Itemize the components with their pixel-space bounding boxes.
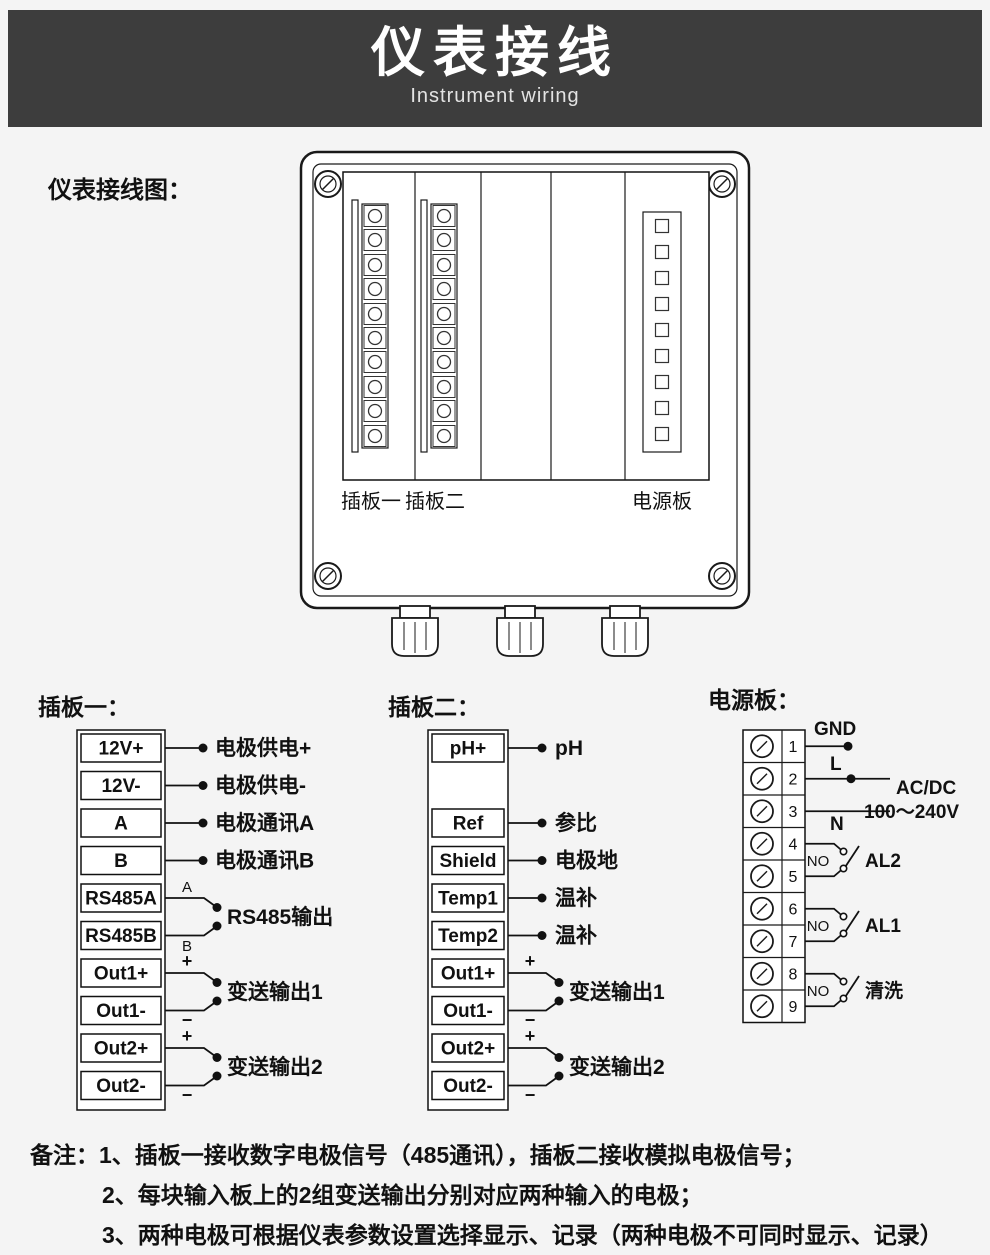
notes-prefix: 备注： (30, 1142, 99, 1168)
board2-wires (508, 743, 564, 1087)
note-text: 1、插板一接收数字电极信号（485通讯），插板二接收模拟电极信号； (99, 1142, 806, 1168)
svg-text:7: 7 (789, 934, 798, 951)
svg-text:9: 9 (789, 999, 798, 1016)
polarity-minus: − (525, 1085, 536, 1105)
board1-wires (165, 743, 222, 1087)
note-line: 备注：1、插板一接收数字电极信号（485通讯），插板二接收模拟电极信号； (30, 1135, 980, 1175)
wire-label-rs485: RS485输出 (227, 905, 333, 929)
svg-text:RS485B: RS485B (85, 926, 157, 947)
wire-label-out1: 变送输出1 (569, 980, 665, 1004)
power-wiring-diagram: 1 2 3 4 5 6 7 8 9 (742, 719, 959, 1024)
terminal-box: 12V+ 12V- A B RS485A RS485B Out1+ Out1- … (80, 733, 162, 1101)
power-label-clean: 清洗 (865, 979, 903, 1002)
note-line: 3、两种电极可根据仪表参数设置选择显示、记录（两种电极不可同时显示、记录） (102, 1222, 943, 1248)
svg-text:Temp2: Temp2 (438, 926, 498, 947)
wire-label-supply-plus: 电极供电+ (215, 736, 311, 760)
svg-text:Out2-: Out2- (96, 1076, 146, 1097)
wire-label-supply-minus: 电极供电- (215, 774, 306, 798)
wire-label-comm-b: 电极通讯B (215, 850, 314, 873)
note-line: 2、每块输入板上的2组变送输出分别对应两种输入的电极； (102, 1182, 703, 1208)
wire-label-temp1: 温补 (555, 887, 597, 910)
svg-text:4: 4 (789, 837, 798, 854)
polarity-b: B (182, 938, 192, 955)
svg-text:B: B (114, 851, 128, 872)
power-label-al2: AL2 (865, 851, 901, 872)
relay-no-label: NO (807, 983, 830, 1000)
wire-label-ph: pH (555, 737, 583, 760)
notes: 备注：1、插板一接收数字电极信号（485通讯），插板二接收模拟电极信号； 2、每… (30, 1135, 980, 1255)
svg-text:2: 2 (789, 772, 798, 789)
svg-text:pH+: pH+ (450, 739, 486, 760)
relay-contact-al2 (805, 842, 860, 878)
svg-text:5: 5 (789, 869, 798, 886)
power-label-gnd: GND (814, 719, 856, 740)
svg-text:Shield: Shield (439, 851, 496, 872)
wire-label-out2: 变送输出2 (569, 1055, 665, 1079)
board2-terminal-strip (420, 199, 458, 453)
board1-wiring-diagram: 12V+ 12V- A B RS485A RS485B Out1+ Out1- … (76, 729, 333, 1111)
polarity-plus: + (182, 1026, 193, 1046)
svg-text:RS485A: RS485A (85, 889, 157, 910)
power-label-voltage: 100～240V (864, 802, 959, 823)
power-label-neutral: N (830, 814, 844, 835)
svg-text:Out2+: Out2+ (441, 1039, 495, 1060)
polarity-plus: + (525, 951, 536, 971)
screw-terminal-icon (750, 734, 774, 1019)
instrument-enclosure-drawing: 插板一 插板二 电源板 (299, 150, 751, 657)
board1-heading: 插板一： (38, 694, 130, 720)
diagram-caption: 仪表接线图： (48, 177, 192, 204)
svg-text:8: 8 (789, 967, 798, 984)
power-label-acdc: AC/DC (896, 778, 956, 799)
power-wires (805, 741, 890, 813)
page-title: 仪表接线 (371, 23, 619, 83)
svg-text:Ref: Ref (453, 814, 484, 835)
svg-text:Out2+: Out2+ (94, 1039, 148, 1060)
wire-label-temp2: 温补 (555, 925, 597, 948)
svg-text:1: 1 (789, 739, 798, 756)
svg-text:Temp1: Temp1 (438, 889, 498, 910)
svg-text:A: A (114, 814, 128, 835)
board1-terminal-strip (351, 199, 389, 453)
header-banner: 仪表接线 Instrument wiring (8, 10, 982, 127)
slot-panel (342, 171, 710, 481)
board-label-power: 电源板 (632, 490, 692, 513)
power-terminal-strip (642, 211, 682, 453)
power-terminal-block: 1 2 3 4 5 6 7 8 9 (742, 729, 806, 1024)
polarity-a: A (182, 879, 192, 896)
board2-wiring-diagram: pH+ Ref Shield Temp1 Temp2 Out1+ Out1- O… (427, 729, 665, 1111)
cable-gland (391, 605, 649, 657)
board-label-board2: 插板二 (405, 490, 465, 513)
polarity-minus: − (182, 1010, 193, 1030)
polarity-minus: − (182, 1085, 193, 1105)
svg-text:6: 6 (789, 902, 798, 919)
relay-no-label: NO (807, 918, 830, 935)
wire-label-out2: 变送输出2 (227, 1055, 323, 1079)
page-subtitle: Instrument wiring (410, 85, 580, 108)
svg-text:Out1+: Out1+ (441, 964, 495, 985)
polarity-minus: − (525, 1010, 536, 1030)
svg-text:Out1-: Out1- (96, 1001, 146, 1022)
svg-text:Out2-: Out2- (443, 1076, 493, 1097)
relay-no-label: NO (807, 853, 830, 870)
svg-text:Out1+: Out1+ (94, 964, 148, 985)
svg-text:3: 3 (789, 804, 798, 821)
board2-heading: 插板二： (388, 694, 480, 720)
svg-text:12V-: 12V- (101, 776, 140, 797)
wire-label-comm-a: 电极通讯A (215, 812, 314, 835)
polarity-plus: + (525, 1026, 536, 1046)
relay-contact-al1 (805, 907, 860, 943)
power-label-al1: AL1 (865, 916, 901, 937)
enclosure-inner-frame (312, 163, 738, 597)
polarity-plus: + (182, 951, 193, 971)
board-label-board1: 插板一 (341, 490, 401, 513)
svg-text:12V+: 12V+ (99, 739, 144, 760)
power-heading: 电源板： (708, 687, 800, 713)
wire-label-out1: 变送输出1 (227, 980, 323, 1004)
svg-text:Out1-: Out1- (443, 1001, 493, 1022)
wire-label-shield: 电极地 (555, 849, 618, 873)
wire-label-ref: 参比 (555, 811, 597, 835)
terminal-box: pH+ Ref Shield Temp1 Temp2 Out1+ Out1- O… (431, 733, 505, 1101)
relay-contact-clean (805, 972, 860, 1008)
power-label-line: L (830, 754, 842, 775)
